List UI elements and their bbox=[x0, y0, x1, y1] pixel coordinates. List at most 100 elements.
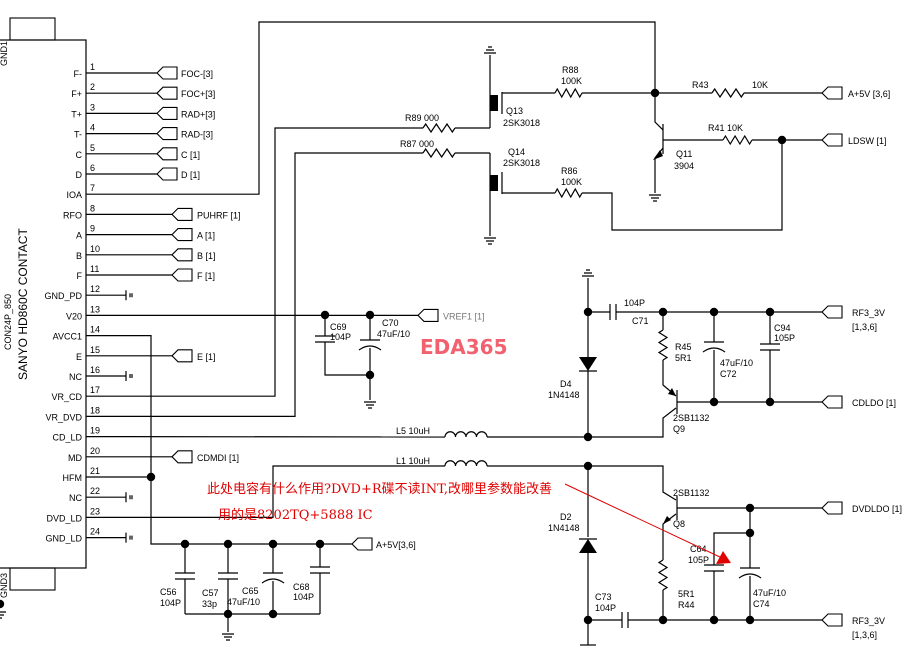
port-puhrf-label: PUHRF [1] bbox=[197, 210, 241, 220]
watermark-logo: EDA365 bbox=[420, 335, 508, 359]
port-f-port-icon bbox=[171, 268, 193, 282]
pin-number: 14 bbox=[90, 325, 100, 335]
pin-number: 9 bbox=[90, 224, 95, 234]
pin-name: RFO bbox=[63, 210, 82, 220]
r44-label: R44 bbox=[678, 600, 695, 610]
c72-value: 47uF/10 bbox=[720, 358, 753, 368]
port-a5v-bottom-label: A+5V[3,6] bbox=[376, 540, 416, 550]
c70-capacitor bbox=[358, 339, 382, 351]
c71-label: C71 bbox=[632, 316, 649, 326]
pin-number: 24 bbox=[90, 527, 100, 537]
pin-name: F- bbox=[74, 69, 83, 79]
port-cdmdi-label: CDMDI [1] bbox=[197, 453, 239, 463]
r41-resistor bbox=[722, 134, 753, 146]
r87-resistor bbox=[422, 147, 456, 159]
d4-label: D4 bbox=[560, 379, 572, 389]
ground-icon bbox=[484, 46, 496, 54]
r86-label: R86 bbox=[561, 166, 578, 176]
wire bbox=[582, 140, 783, 231]
r88-resistor bbox=[554, 87, 583, 99]
annotation-ic-note: 用的是8202TQ+5888 IC bbox=[218, 507, 373, 523]
port-foc_minus-port-icon bbox=[156, 66, 178, 80]
no-connect-ground-icon bbox=[125, 492, 133, 503]
pin-number: 2 bbox=[90, 82, 95, 92]
pin-number: 7 bbox=[90, 183, 95, 193]
q11-collector bbox=[654, 93, 664, 131]
q8-label: Q8 bbox=[673, 519, 685, 529]
r45-resistor bbox=[657, 329, 669, 361]
port-rf33-top-ref: [1,3,6] bbox=[852, 322, 877, 332]
port-e-port-icon bbox=[171, 349, 193, 363]
q11-part: 3904 bbox=[674, 161, 694, 171]
pin-name: VR_DVD bbox=[45, 412, 82, 422]
port-rf33-bottom-label: RF3_3V bbox=[852, 616, 885, 626]
port-a5v-bottom-port-icon bbox=[351, 537, 373, 551]
port-c-port-icon bbox=[156, 147, 178, 161]
pin-number: 13 bbox=[90, 304, 100, 314]
wire bbox=[86, 152, 423, 417]
port-foc_plus-label: FOC+[3] bbox=[181, 89, 215, 99]
c94-label: C94 bbox=[774, 323, 791, 333]
q14-label: Q14 bbox=[508, 147, 525, 157]
r88-value: 100K bbox=[561, 76, 582, 86]
port-d-label: D [1] bbox=[181, 170, 200, 180]
port-c-label: C [1] bbox=[181, 150, 200, 160]
annotation-arrow-line bbox=[564, 483, 723, 559]
r45-value: 5R1 bbox=[675, 353, 692, 363]
q11-arrow bbox=[653, 150, 663, 160]
pin-name: MD bbox=[68, 453, 82, 463]
pin-number: 16 bbox=[90, 365, 100, 375]
pin-number: 8 bbox=[90, 203, 95, 213]
q9-arrow bbox=[668, 388, 676, 396]
port-a-label: A [1] bbox=[197, 231, 215, 241]
port-b-port-icon bbox=[171, 248, 193, 262]
port-ldsw-port-icon bbox=[821, 133, 843, 147]
r45-label: R45 bbox=[675, 342, 692, 352]
r87-label: R87 000 bbox=[400, 139, 434, 149]
r44-resistor bbox=[657, 559, 669, 591]
port-rad_plus-label: RAD+[3] bbox=[181, 109, 215, 119]
r88-label: R88 bbox=[562, 65, 579, 75]
pin-number: 3 bbox=[90, 102, 95, 112]
port-foc_plus-port-icon bbox=[156, 86, 178, 100]
connector-gnd-top: GND1 bbox=[0, 41, 9, 66]
c65-value: 47uF/10 bbox=[227, 597, 260, 607]
c56-label: C56 bbox=[160, 587, 177, 597]
q14-part: 2SK3018 bbox=[503, 158, 540, 168]
port-foc_minus-label: FOC-[3] bbox=[181, 69, 213, 79]
r43-value: 10K bbox=[752, 80, 768, 90]
r41-label: R41 10K bbox=[708, 123, 743, 133]
ground-icon bbox=[484, 237, 496, 245]
pin-name: B bbox=[76, 251, 82, 261]
pin-name: V20 bbox=[66, 311, 82, 321]
l1-label: L1 10uH bbox=[396, 456, 430, 466]
c57-capacitor bbox=[218, 572, 238, 580]
c70-label: C70 bbox=[382, 318, 399, 328]
l5-label: L5 10uH bbox=[396, 426, 430, 436]
wire bbox=[86, 127, 423, 397]
c74-value: 47uF/10 bbox=[753, 588, 786, 598]
junction-dot bbox=[0, 599, 5, 609]
pin-number: 5 bbox=[90, 143, 95, 153]
d4-diode bbox=[579, 357, 597, 371]
q8-arrow bbox=[663, 516, 671, 524]
l5-inductor bbox=[444, 431, 488, 438]
port-rad_minus-port-icon bbox=[156, 127, 178, 141]
junction-dot bbox=[223, 609, 233, 619]
c64-value: 105P bbox=[688, 555, 709, 565]
pin-name: F bbox=[77, 271, 83, 281]
c72-capacitor bbox=[702, 341, 726, 353]
pin-number: 23 bbox=[90, 506, 100, 516]
c94-capacitor bbox=[760, 343, 780, 351]
port-b-label: B [1] bbox=[197, 251, 216, 261]
port-vref1-port-icon bbox=[417, 308, 439, 322]
pin-number: 4 bbox=[90, 123, 95, 133]
r89-resistor bbox=[422, 122, 456, 134]
pin-number: 10 bbox=[90, 244, 100, 254]
r44-value: 5R1 bbox=[678, 589, 695, 599]
no-connect-ground-icon bbox=[125, 532, 133, 543]
junction-dot bbox=[146, 472, 156, 482]
pin-number: 12 bbox=[90, 284, 100, 294]
